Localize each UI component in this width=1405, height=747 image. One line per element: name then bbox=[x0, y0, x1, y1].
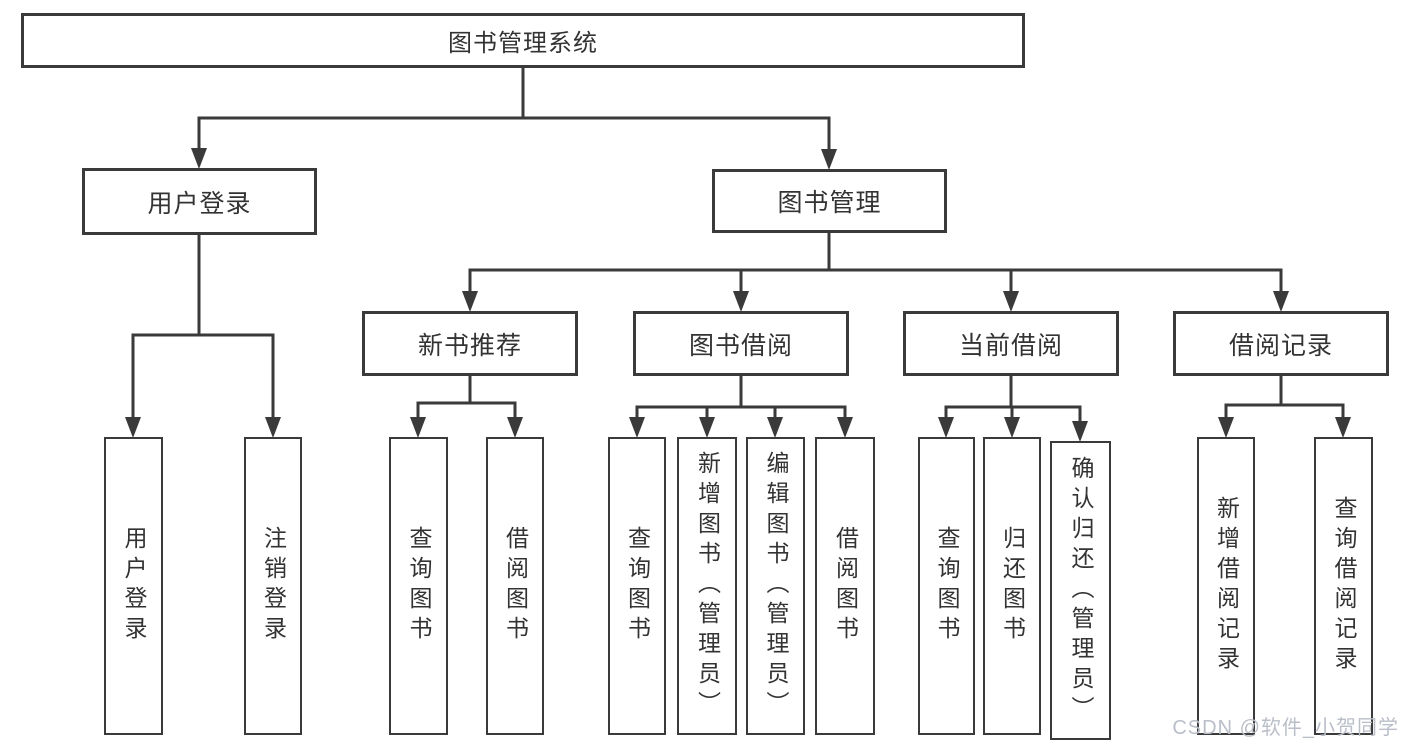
node-label: 注销登录 bbox=[260, 526, 287, 646]
node-leaf-return-book: 归还图书 bbox=[983, 437, 1041, 735]
node-library-management-system: 图书管理系统 bbox=[21, 13, 1025, 68]
node-leaf-borrow-book-1: 借阅图书 bbox=[486, 437, 544, 735]
node-leaf-add-borrow-record: 新增借阅记录 bbox=[1197, 437, 1255, 735]
node-leaf-confirm-return-admin: 确认归还（管理员） bbox=[1050, 441, 1111, 740]
node-leaf-user-login: 用户登录 bbox=[104, 437, 163, 735]
node-borrow-records: 借阅记录 bbox=[1173, 311, 1389, 376]
node-label: 借阅图书 bbox=[502, 526, 529, 646]
node-leaf-query-borrow-record: 查询借阅记录 bbox=[1314, 437, 1373, 735]
node-label: 当前借阅 bbox=[958, 331, 1063, 360]
node-label: 编辑图书（管理员） bbox=[763, 451, 789, 721]
node-current-borrow: 当前借阅 bbox=[903, 311, 1119, 376]
node-leaf-borrow-book-2: 借阅图书 bbox=[815, 437, 875, 735]
node-label: 新书推荐 bbox=[417, 331, 522, 360]
node-book-management: 图书管理 bbox=[712, 169, 947, 233]
node-label: 图书管理系统 bbox=[448, 30, 598, 57]
node-leaf-logout: 注销登录 bbox=[244, 437, 302, 735]
node-leaf-query-book-3: 查询图书 bbox=[918, 437, 975, 735]
node-label: 借阅图书 bbox=[832, 526, 859, 646]
node-label: 用户登录 bbox=[121, 526, 147, 646]
node-label: 用户登录 bbox=[147, 189, 252, 218]
node-new-book-recommend: 新书推荐 bbox=[362, 311, 578, 376]
node-leaf-add-book-admin: 新增图书（管理员） bbox=[677, 437, 737, 735]
node-label: 图书管理 bbox=[777, 189, 882, 217]
node-label: 查询图书 bbox=[934, 526, 960, 646]
node-book-borrow: 图书借阅 bbox=[633, 311, 849, 376]
node-leaf-query-book-1: 查询图书 bbox=[389, 437, 448, 735]
node-label: 新增借阅记录 bbox=[1213, 496, 1240, 676]
node-user-login: 用户登录 bbox=[82, 168, 317, 235]
node-label: 确认归还（管理员） bbox=[1068, 455, 1094, 726]
node-label: 查询图书 bbox=[406, 526, 432, 646]
node-leaf-query-book-2: 查询图书 bbox=[608, 437, 666, 735]
node-label: 借阅记录 bbox=[1228, 331, 1333, 360]
node-label: 归还图书 bbox=[999, 526, 1026, 646]
node-label: 查询图书 bbox=[624, 526, 651, 646]
node-leaf-edit-book-admin: 编辑图书（管理员） bbox=[746, 437, 805, 735]
node-label: 图书借阅 bbox=[688, 331, 793, 360]
watermark: CSDN @软件_小贺同学 bbox=[1172, 717, 1399, 739]
node-label: 查询借阅记录 bbox=[1331, 496, 1357, 676]
node-label: 新增图书（管理员） bbox=[694, 451, 721, 721]
